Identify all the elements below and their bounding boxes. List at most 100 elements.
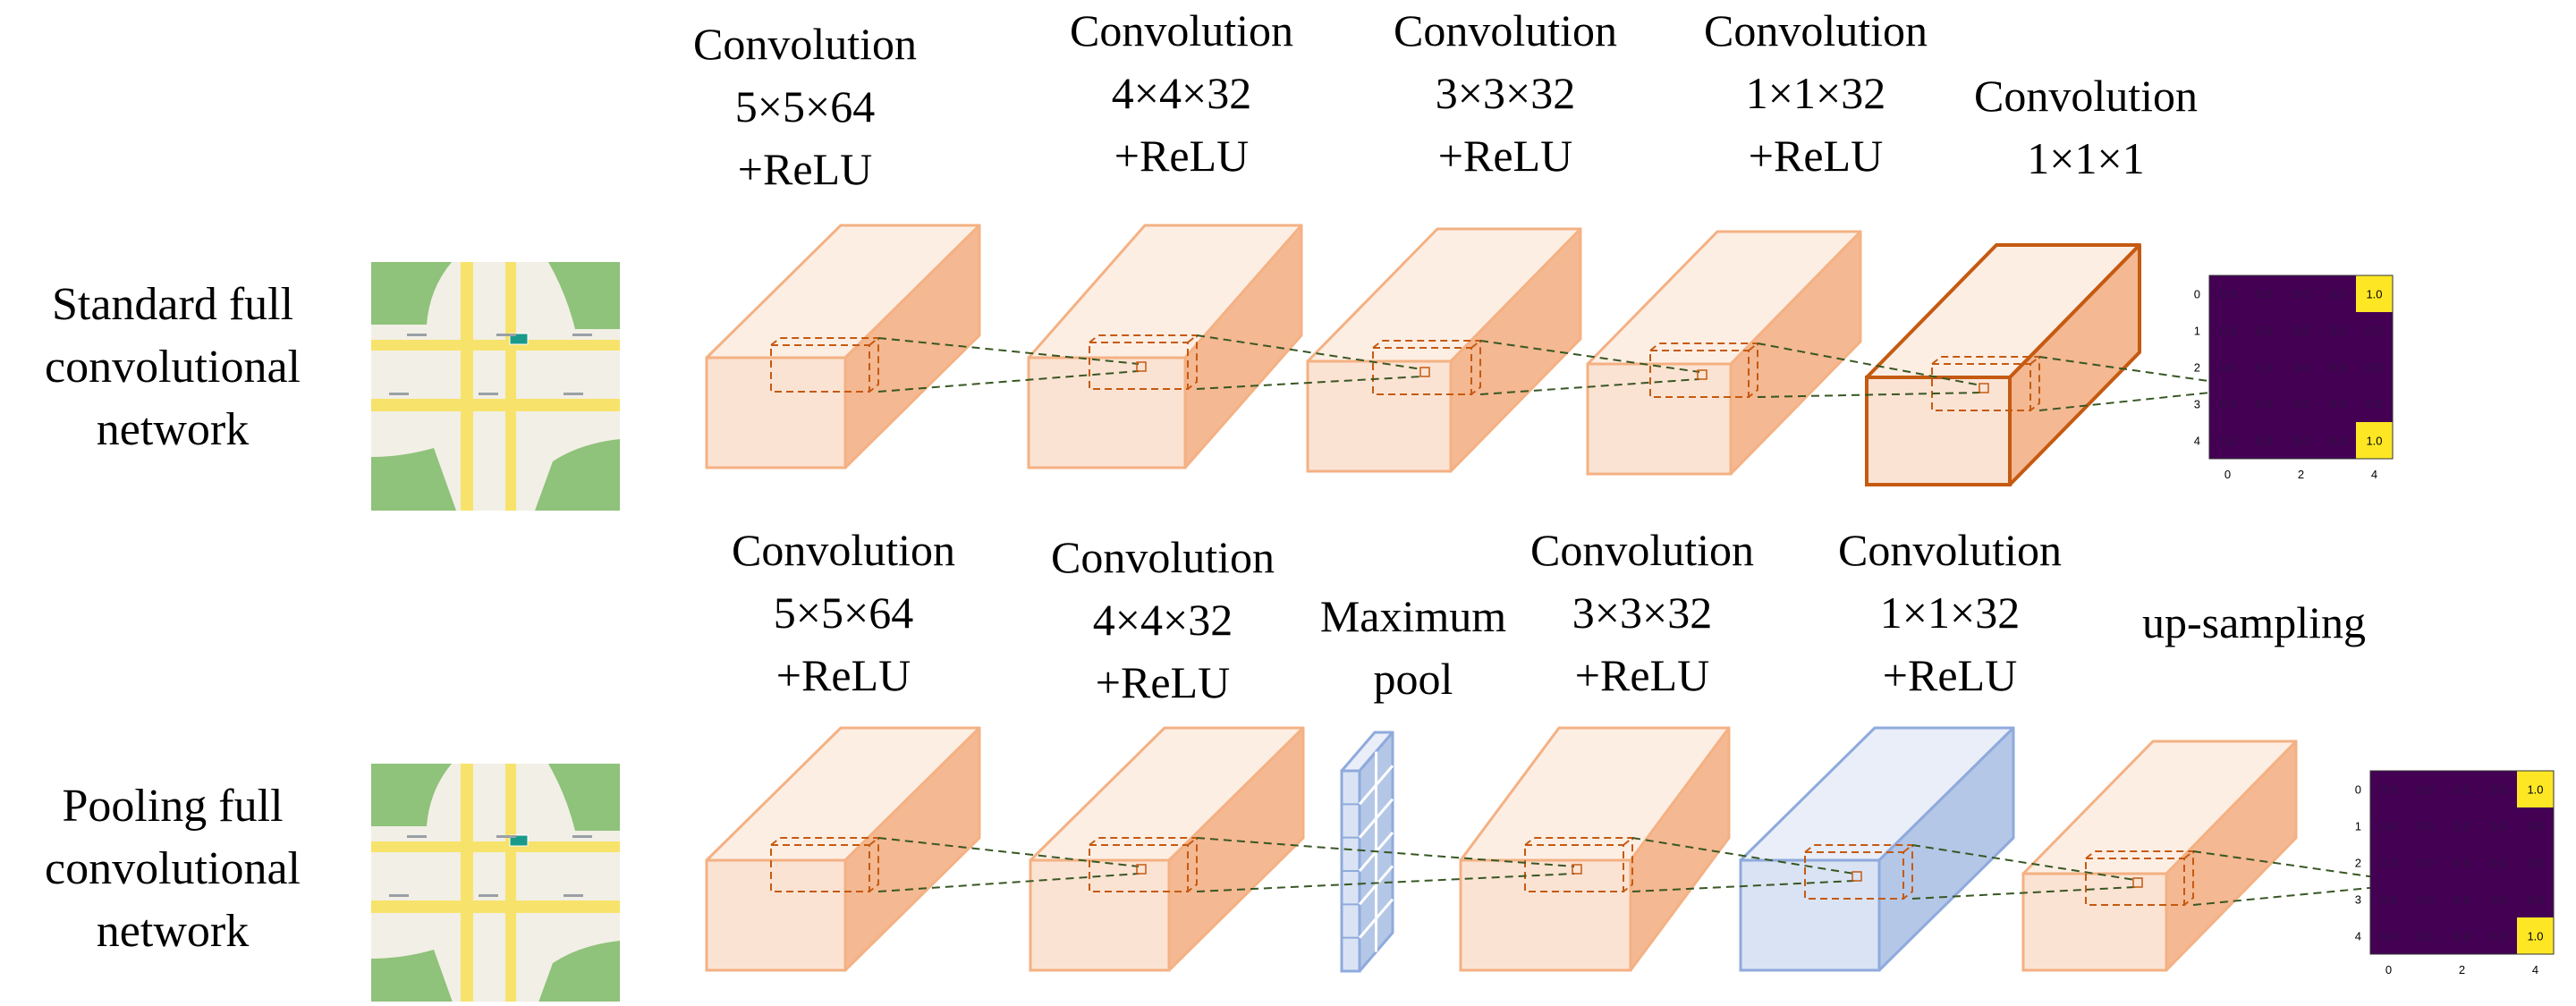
block-front-face <box>1739 858 1881 972</box>
layer-block-6 <box>2021 740 2298 972</box>
heatmap-cell-value: 0.0 <box>2329 288 2345 301</box>
heatmap-y-tick: 3 <box>2355 893 2361 907</box>
kernel-front <box>1804 851 1904 900</box>
layer-block-3 <box>1340 731 1394 973</box>
heatmap-cell-value: 0.0 <box>2292 361 2309 375</box>
kernel-edge <box>869 337 879 346</box>
kernel-front <box>1089 844 1189 892</box>
heatmap-frame <box>2369 770 2555 955</box>
connector-line <box>1911 844 2136 881</box>
layer-block-4 <box>1459 726 1731 972</box>
heatmap-cell <box>2209 422 2247 460</box>
connector-line <box>1911 886 2136 900</box>
road <box>461 262 473 511</box>
connector-lines <box>1479 340 1707 395</box>
heatmap-x-tick: 0 <box>2385 963 2392 976</box>
heatmap-cell <box>2480 917 2518 955</box>
street-label <box>564 894 583 897</box>
target-cell <box>2132 877 2143 888</box>
heatmap-cell-value: 0.0 <box>2329 361 2345 375</box>
kernel-front <box>1649 350 1750 398</box>
heatmap-cell-value: 0.0 <box>2329 325 2345 338</box>
block-front-face <box>1459 858 1632 972</box>
park-shape <box>371 448 456 511</box>
heatmap-cell <box>2444 881 2481 918</box>
layer-label-2-line: Convolution <box>1051 532 1275 582</box>
layer-label-3-line: +ReLU <box>1438 131 1572 181</box>
heatmap-cell <box>2517 844 2555 882</box>
park-shape <box>535 439 620 511</box>
layer-block-3 <box>1306 227 1582 473</box>
heatmap-y-tick: 3 <box>2194 398 2200 411</box>
layer-label-6: up-sampling <box>2142 597 2366 647</box>
layer-label-5-line: Convolution <box>1974 71 2198 121</box>
kernel-front <box>1089 342 1189 390</box>
heatmap-cell <box>2283 385 2320 423</box>
heatmap-cell <box>2517 881 2555 918</box>
heatmap-cell <box>2370 917 2408 955</box>
heatmap-cell-value: 0.0 <box>2256 398 2272 411</box>
target-cell <box>1979 383 1989 393</box>
layer-label-1-line: 5×5×64 <box>735 81 875 131</box>
heatmap-cell-value: 0.0 <box>2366 325 2382 338</box>
network-row-1: Standard fullconvolutionalnetworkConvolu… <box>45 5 2198 455</box>
heatmap-cell-value: 0.0 <box>2490 857 2506 870</box>
layer-block-5 <box>1865 243 2141 486</box>
target-cell <box>1136 864 1147 875</box>
heatmap-cell <box>2283 312 2320 350</box>
heatmap-cell-value: 0.0 <box>2219 435 2235 448</box>
target-cell <box>1697 369 1707 380</box>
row-label-line: network <box>97 906 249 957</box>
layer-label-3: Maximum pool <box>1320 591 1506 704</box>
park-shape <box>537 941 620 1006</box>
connector-line <box>2192 885 2389 906</box>
connector-line <box>877 337 1140 365</box>
heatmap-cell <box>2444 771 2481 808</box>
street-label <box>479 894 498 897</box>
road <box>371 900 620 913</box>
block-front-face <box>1027 356 1187 469</box>
heatmap-cell-value: 0.0 <box>2256 361 2272 375</box>
heatmap-cell-value: 0.0 <box>2417 820 2433 833</box>
kernel-edge <box>1902 844 1913 853</box>
heatmap-y-tick: 2 <box>2355 857 2361 870</box>
kernel-front <box>1372 347 1472 395</box>
block-front-face <box>2021 872 2168 972</box>
layer-label-1-line: +ReLU <box>776 650 911 700</box>
heatmap-x-tick: 0 <box>2224 468 2231 481</box>
connector-lines <box>1631 837 1862 892</box>
heatmap-cell <box>2319 385 2357 423</box>
layer-label-5-line: 1×1×1 <box>2027 133 2144 183</box>
heatmap-y-tick: 0 <box>2194 288 2200 301</box>
heatmap-cell-value: 0.0 <box>2527 820 2543 833</box>
heatmap-cell-value: 0.0 <box>2453 820 2470 833</box>
road <box>371 399 620 411</box>
heatmap-cell <box>2283 422 2320 460</box>
block-front-face <box>1586 362 1733 476</box>
connector-line <box>1757 392 1982 398</box>
heatmap-cell <box>2517 771 2555 808</box>
connector-line <box>1196 334 1423 370</box>
layer-label-1-line: Convolution <box>732 525 955 575</box>
connector-line <box>2038 390 2228 411</box>
connector-line <box>2038 356 2228 385</box>
layer-label-3-line: Maximum <box>1320 591 1506 641</box>
heatmap-cell-value: 0.0 <box>2380 857 2396 870</box>
heatmap-cell <box>2407 917 2445 955</box>
network-row-2: Pooling fullconvolutionalnetworkConvolut… <box>45 525 2366 957</box>
heatmap-cell <box>2356 349 2394 386</box>
heatmap-cell-value: 0.0 <box>2366 398 2382 411</box>
park-shape <box>371 950 454 1006</box>
row-label-line: convolutional <box>45 843 301 894</box>
block-front-face <box>1306 359 1453 473</box>
heatmap-cell <box>2407 844 2445 882</box>
layer-label-3-line: 3×3×32 <box>1436 68 1575 118</box>
heatmap-cell <box>2517 917 2555 955</box>
layer-label-5-line: 1×1×32 <box>1880 588 2020 638</box>
heatmap-cell <box>2356 422 2394 460</box>
park-shape <box>371 764 452 826</box>
connector-lines <box>877 337 1147 393</box>
layer-label-3-line: pool <box>1374 654 1453 704</box>
heatmap-cell-value: 1.0 <box>2527 783 2543 797</box>
